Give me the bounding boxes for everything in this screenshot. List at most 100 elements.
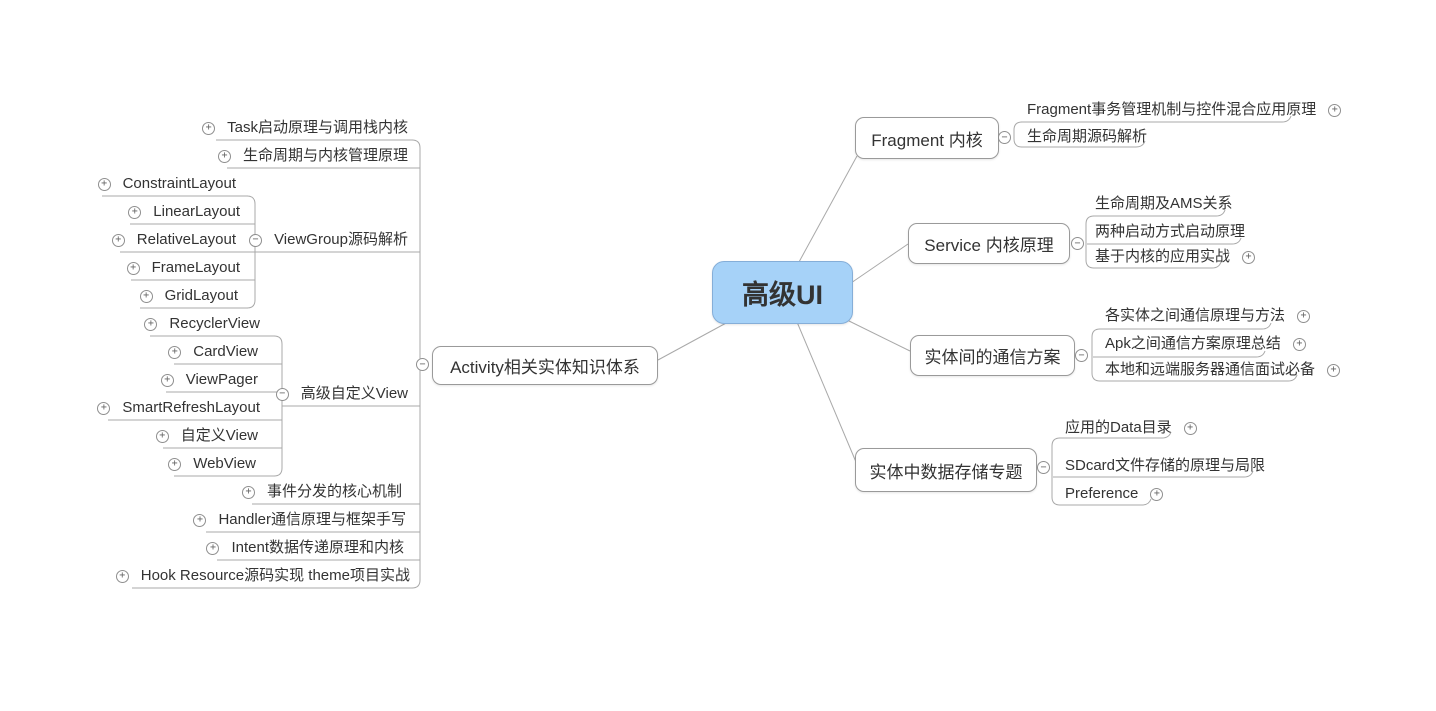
- expand-icon[interactable]: +: [1327, 363, 1341, 377]
- topic-handler[interactable]: + Handler通信原理与框架手写: [193, 509, 406, 531]
- topic-service-lifecycle-ams[interactable]: 生命周期及AMS关系: [1095, 193, 1233, 215]
- topic-event[interactable]: + 事件分发的核心机制: [241, 481, 402, 503]
- node-service-label: Service 内核原理: [924, 236, 1054, 255]
- node-storage[interactable]: 实体中数据存储专题: [855, 448, 1037, 492]
- bracket-fragment: [1013, 121, 1023, 148]
- topic-label: CardView: [193, 343, 258, 360]
- topic-label: 两种启动方式启动原理: [1095, 223, 1246, 240]
- topic-comm-principle[interactable]: 各实体之间通信原理与方法 +: [1105, 305, 1311, 327]
- topic-label: ViewPager: [185, 371, 258, 388]
- node-activity[interactable]: Activity相关实体知识体系: [432, 346, 658, 385]
- expand-icon[interactable]: +: [1297, 309, 1311, 323]
- topic-label: LinearLayout: [153, 203, 240, 220]
- topic-intent[interactable]: + Intent数据传递原理和内核: [206, 537, 404, 559]
- topic-label: SmartRefreshLayout: [122, 399, 260, 416]
- expand-icon[interactable]: +: [1183, 421, 1197, 435]
- expand-icon[interactable]: +: [144, 317, 158, 331]
- expand-icon[interactable]: +: [155, 429, 169, 443]
- collapse-icon[interactable]: −: [249, 233, 263, 247]
- topic-label: RelativeLayout: [136, 231, 236, 248]
- topic-viewpager[interactable]: + ViewPager: [160, 369, 258, 391]
- expand-icon[interactable]: +: [217, 149, 231, 163]
- topic-label: 高级自定义View: [300, 385, 408, 402]
- collapse-icon-communication[interactable]: −: [1075, 349, 1088, 362]
- topic-framelayout[interactable]: + FrameLayout: [126, 257, 240, 279]
- node-fragment-label: Fragment 内核: [871, 130, 983, 150]
- topic-customview[interactable]: − 高级自定义View: [275, 383, 408, 405]
- expand-icon[interactable]: +: [1150, 487, 1164, 501]
- topic-lifecycle[interactable]: + 生命周期与内核管理原理: [217, 145, 408, 167]
- topic-fragment-transaction[interactable]: Fragment事务管理机制与控件混合应用原理 +: [1027, 99, 1342, 121]
- topic-label: RecyclerView: [169, 315, 260, 332]
- topic-label: WebView: [193, 455, 256, 472]
- topic-label: 应用的Data目录: [1065, 419, 1172, 436]
- edge-root-activity: [657, 321, 729, 361]
- topic-relativelayout[interactable]: + RelativeLayout: [111, 229, 236, 251]
- expand-icon[interactable]: +: [1328, 103, 1342, 117]
- topic-label: Fragment事务管理机制与控件混合应用原理: [1027, 101, 1317, 118]
- topic-task[interactable]: + Task启动原理与调用栈内核: [202, 117, 408, 139]
- topic-storage-data-dir[interactable]: 应用的Data目录 +: [1065, 417, 1197, 439]
- topic-zidingyiview[interactable]: + 自定义View: [155, 425, 258, 447]
- collapse-icon-activity[interactable]: −: [416, 358, 429, 371]
- expand-icon[interactable]: +: [126, 261, 140, 275]
- topic-label: Handler通信原理与框架手写: [218, 511, 406, 528]
- bracket-communication: [1091, 328, 1101, 382]
- expand-icon[interactable]: +: [128, 205, 142, 219]
- collapse-icon-storage[interactable]: −: [1037, 461, 1050, 474]
- node-storage-label: 实体中数据存储专题: [869, 462, 1023, 482]
- expand-icon[interactable]: +: [1242, 250, 1256, 264]
- node-root-label: 高级UI: [742, 280, 823, 310]
- topic-linearlayout[interactable]: + LinearLayout: [128, 201, 240, 223]
- edge-root-storage: [796, 321, 857, 463]
- node-communication-label: 实体间的通信方案: [924, 348, 1061, 367]
- topic-webview[interactable]: + WebView: [168, 453, 256, 475]
- topic-fragment-lifecycle[interactable]: 生命周期源码解析: [1027, 126, 1147, 148]
- edge-root-service: [850, 243, 909, 284]
- edge-root-fragment: [798, 155, 858, 263]
- topic-comm-apk[interactable]: Apk之间通信方案原理总结 +: [1105, 333, 1306, 355]
- topic-label: 本地和远端服务器通信面试必备: [1105, 361, 1316, 378]
- topic-storage-sdcard[interactable]: SDcard文件存储的原理与局限: [1065, 455, 1265, 477]
- topic-label: 生命周期及AMS关系: [1095, 195, 1233, 212]
- topic-storage-preference[interactable]: Preference +: [1065, 483, 1164, 505]
- bracket-storage: [1051, 437, 1061, 506]
- topic-label: FrameLayout: [151, 259, 240, 276]
- spine-viewgroup: [246, 195, 256, 309]
- spine-customview: [273, 335, 283, 477]
- topic-smartrefreshlayout[interactable]: + SmartRefreshLayout: [97, 397, 260, 419]
- topic-viewgroup[interactable]: − ViewGroup源码解析: [249, 229, 408, 251]
- topic-label: Preference: [1065, 485, 1139, 502]
- expand-icon[interactable]: +: [115, 569, 129, 583]
- expand-icon[interactable]: +: [97, 177, 111, 191]
- collapse-icon-fragment[interactable]: −: [998, 131, 1011, 144]
- expand-icon[interactable]: +: [160, 373, 174, 387]
- expand-icon[interactable]: +: [139, 289, 153, 303]
- expand-icon[interactable]: +: [168, 345, 182, 359]
- expand-icon[interactable]: +: [97, 401, 111, 415]
- topic-cardview[interactable]: + CardView: [168, 341, 258, 363]
- node-activity-label: Activity相关实体知识体系: [450, 358, 640, 377]
- expand-icon[interactable]: +: [1292, 337, 1306, 351]
- expand-icon[interactable]: +: [202, 121, 216, 135]
- topic-service-practice[interactable]: 基于内核的应用实战 +: [1095, 246, 1256, 268]
- collapse-icon[interactable]: −: [275, 387, 289, 401]
- node-fragment[interactable]: Fragment 内核: [855, 117, 999, 159]
- node-communication[interactable]: 实体间的通信方案: [910, 335, 1075, 376]
- topic-recyclerview[interactable]: + RecyclerView: [144, 313, 260, 335]
- topic-label: SDcard文件存储的原理与局限: [1065, 457, 1266, 474]
- topic-service-start-modes[interactable]: 两种启动方式启动原理: [1095, 221, 1245, 243]
- expand-icon[interactable]: +: [241, 485, 255, 499]
- expand-icon[interactable]: +: [111, 233, 125, 247]
- expand-icon[interactable]: +: [193, 513, 207, 527]
- topic-constraintlayout[interactable]: + ConstraintLayout: [97, 173, 236, 195]
- collapse-icon-service[interactable]: −: [1071, 237, 1084, 250]
- topic-hook[interactable]: + Hook Resource源码实现 theme项目实战: [115, 565, 410, 587]
- expand-icon[interactable]: +: [168, 457, 182, 471]
- expand-icon[interactable]: +: [206, 541, 220, 555]
- node-root[interactable]: 高级UI: [712, 261, 853, 324]
- topic-comm-server[interactable]: 本地和远端服务器通信面试必备 +: [1105, 359, 1341, 381]
- node-service[interactable]: Service 内核原理: [908, 223, 1070, 264]
- topic-gridlayout[interactable]: + GridLayout: [139, 285, 238, 307]
